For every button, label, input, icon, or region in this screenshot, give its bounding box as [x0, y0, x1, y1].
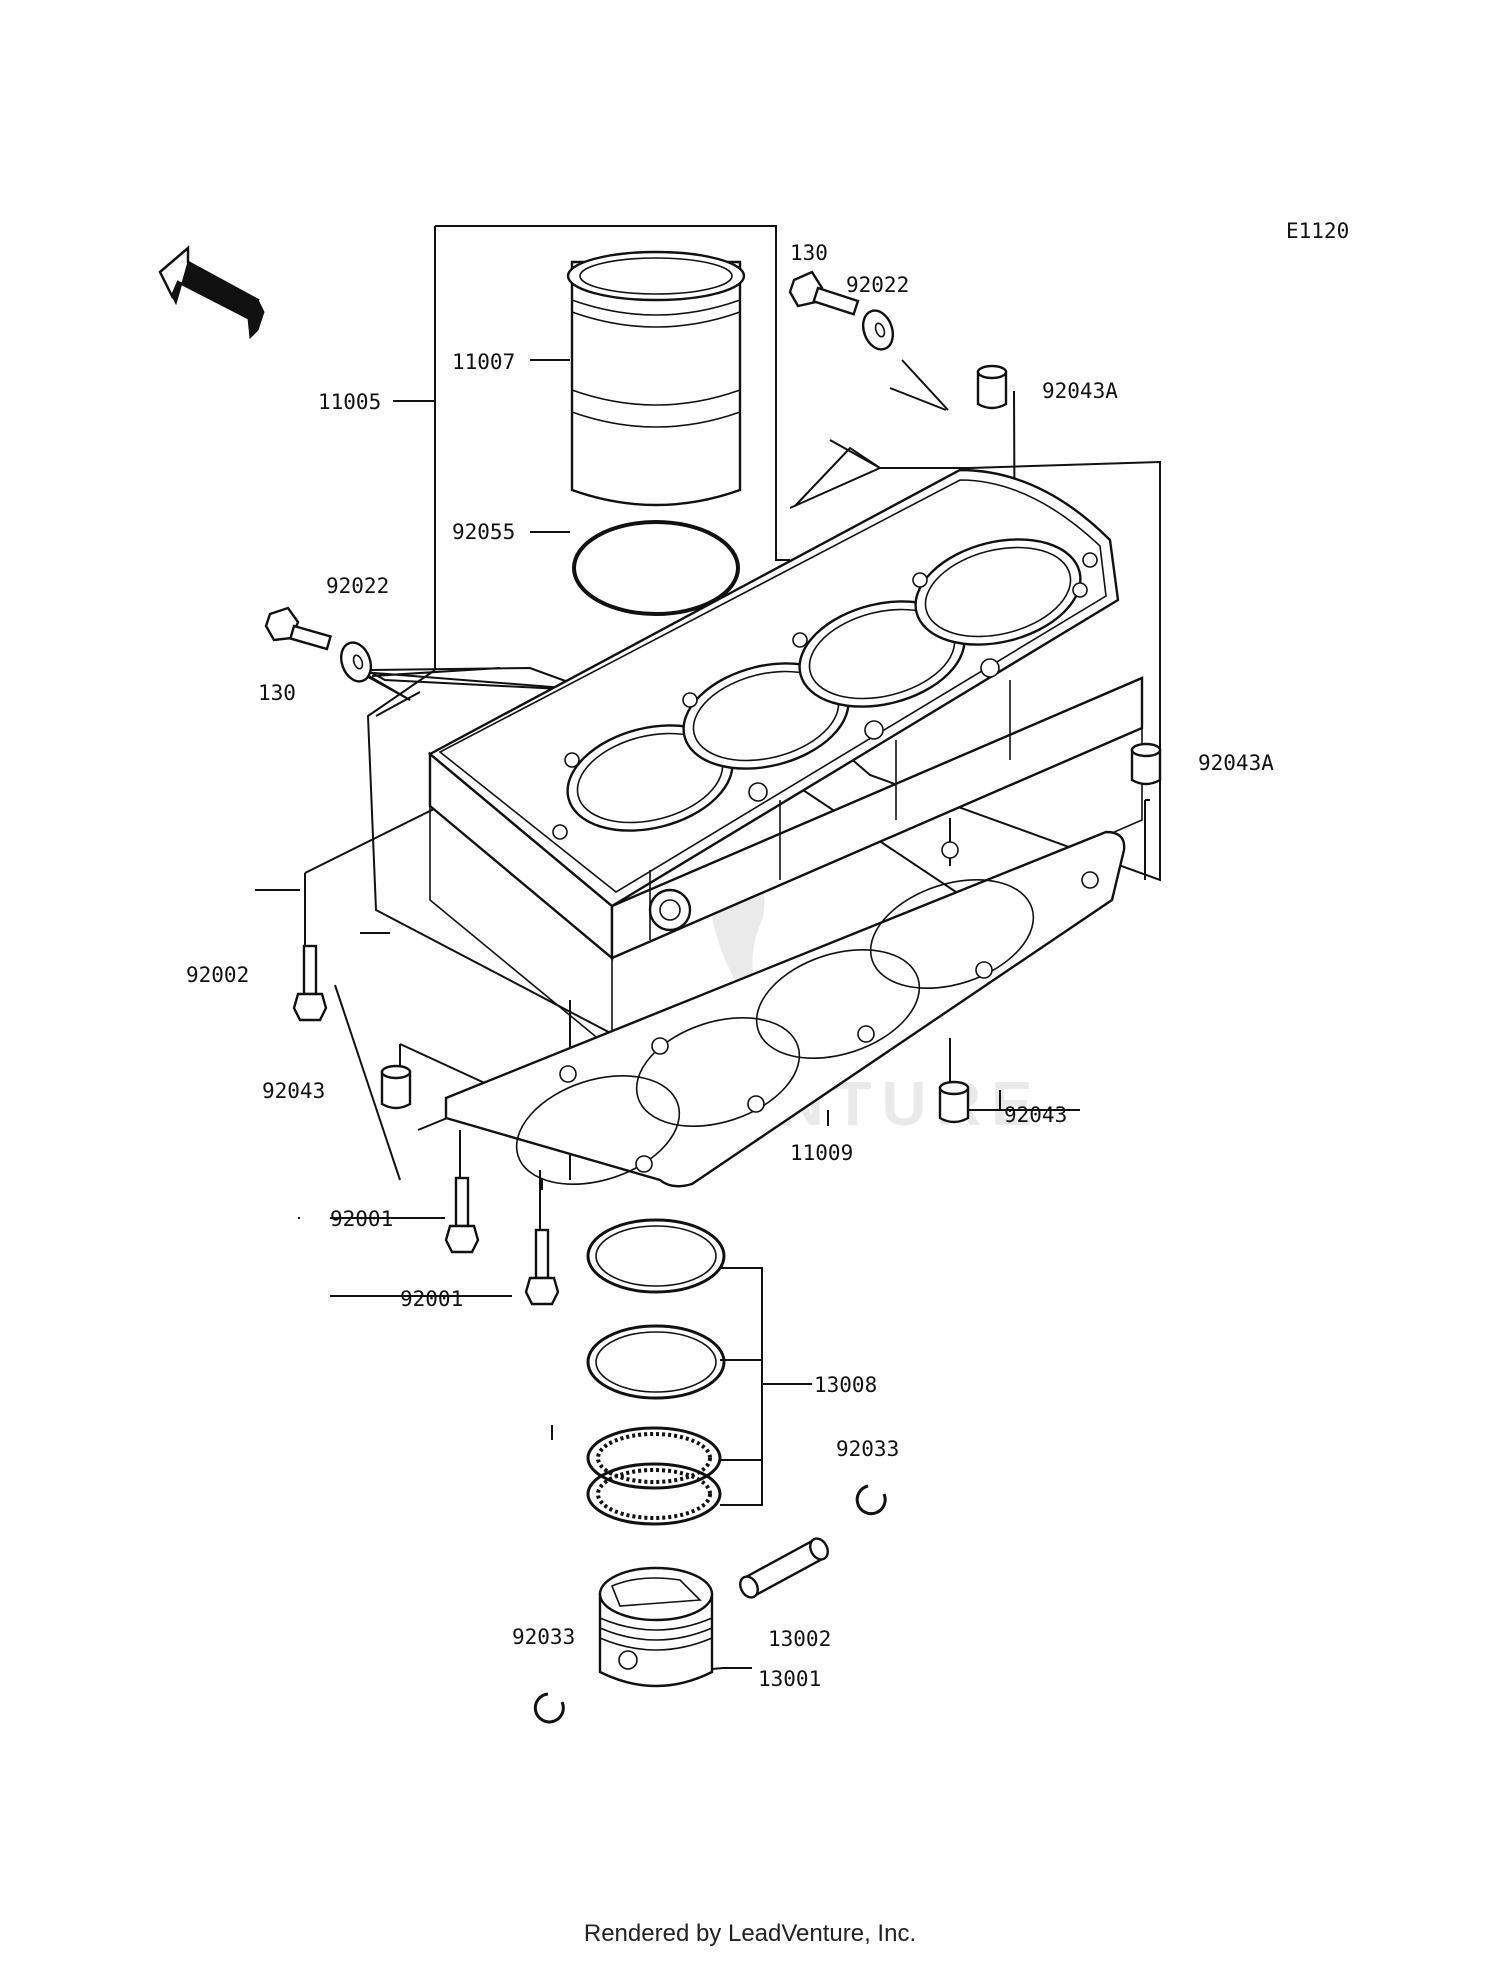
- label-13001: 13001: [758, 1667, 821, 1691]
- washer-92022-top-part[interactable]: [858, 306, 898, 353]
- label-13002: 13002: [768, 1627, 831, 1651]
- label-92055: 92055: [452, 520, 515, 544]
- label-130-left: 130: [258, 681, 296, 705]
- piston-ring-top-part[interactable]: [586, 1218, 726, 1294]
- circlip-left-part[interactable]: [533, 1692, 565, 1724]
- label-92022-left: 92022: [326, 574, 389, 598]
- label-11007: 11007: [452, 350, 515, 374]
- piston-ring-oil-part[interactable]: [586, 1426, 722, 1526]
- label-92033-left: 92033: [512, 1625, 575, 1649]
- label-92033-right: 92033: [836, 1437, 899, 1461]
- label-11005: 11005: [318, 390, 381, 414]
- circlip-right-part[interactable]: [855, 1484, 887, 1516]
- cylinder-sleeve-part[interactable]: [566, 250, 746, 507]
- bolt-130-top-part[interactable]: [788, 270, 860, 316]
- washer-92022-left-part[interactable]: [336, 638, 376, 685]
- label-92001-b: 92001: [400, 1287, 463, 1311]
- cylinder-gasket-part[interactable]: [444, 830, 1126, 1204]
- dowel-92043a-right-part[interactable]: [1130, 742, 1162, 786]
- dowel-92043-right-part[interactable]: [938, 1080, 970, 1124]
- part-labels: E1120 11005 11007 92055 130 92022 92043A…: [186, 219, 1349, 1691]
- front-arrow-icon: FRONT: [158, 245, 265, 340]
- label-92001-a: 92001: [330, 1207, 393, 1231]
- bolt-130-left-part[interactable]: [264, 606, 333, 651]
- dowel-92043-left-part[interactable]: [380, 1064, 412, 1110]
- dowel-92043a-top-part[interactable]: [976, 364, 1008, 410]
- label-92043a-right: 92043A: [1198, 751, 1274, 775]
- label-92043-left: 92043: [262, 1079, 325, 1103]
- bolt-92001-a-part[interactable]: [444, 1176, 480, 1254]
- label-92022-top: 92022: [846, 273, 909, 297]
- label-92002: 92002: [186, 963, 249, 987]
- o-ring-part[interactable]: [572, 520, 740, 616]
- piston-ring-second-part[interactable]: [586, 1324, 726, 1400]
- bolt-92002-part[interactable]: [292, 944, 328, 1022]
- piston-pin-part[interactable]: [737, 1536, 831, 1601]
- cylinder-block-part[interactable]: [427, 468, 1144, 1051]
- bolt-92001-b-part[interactable]: [524, 1228, 560, 1306]
- label-130-top: 130: [790, 241, 828, 265]
- piston-part[interactable]: [598, 1566, 714, 1688]
- label-92043-right: 92043: [1004, 1103, 1067, 1127]
- label-11009: 11009: [790, 1141, 853, 1165]
- render-credit: Rendered by LeadVenture, Inc.: [583, 1920, 917, 1947]
- label-92043a-top: 92043A: [1042, 379, 1118, 403]
- label-13008: 13008: [814, 1373, 877, 1397]
- diagram-code: E1120: [1286, 219, 1349, 243]
